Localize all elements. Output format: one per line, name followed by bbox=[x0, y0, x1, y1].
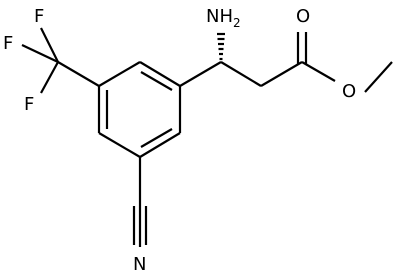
ring-double-bond bbox=[140, 71, 173, 91]
nitrile-group bbox=[132, 157, 148, 247]
bond-c-f bbox=[40, 61, 59, 94]
bond-ring-to-chiral-c bbox=[179, 61, 222, 87]
ester-oxygen-label: O bbox=[342, 81, 356, 102]
benzene-ring bbox=[97, 61, 182, 158]
amine-subscript: 2 bbox=[233, 16, 241, 30]
bond-c-f bbox=[21, 44, 59, 63]
bond-ch2-to-carbonyl-c bbox=[260, 61, 303, 87]
bond-carbonyl-c-to-ester-o bbox=[301, 61, 336, 82]
hashed-wedge-bond bbox=[217, 32, 225, 61]
atom-labels: NH 2 O O F F F N bbox=[3, 6, 356, 274]
ring-double-bond bbox=[140, 128, 173, 148]
carbonyl-oxygen-label: O bbox=[296, 6, 310, 27]
fluorine-label: F bbox=[24, 94, 34, 115]
trifluoromethyl-group bbox=[21, 27, 100, 94]
bond-ring-to-cf3 bbox=[57, 61, 100, 87]
bond-c-f bbox=[40, 27, 59, 63]
ring-bond bbox=[139, 132, 181, 158]
fluorine-label: F bbox=[3, 33, 13, 54]
bond-chiral-c-to-ch2 bbox=[220, 61, 262, 87]
bond-ester-o-to-methyl bbox=[364, 61, 393, 93]
ring-bond bbox=[139, 61, 181, 87]
amine-label: NH bbox=[206, 6, 233, 27]
nitrile-nitrogen-label: N bbox=[133, 254, 146, 274]
fluorine-label: F bbox=[34, 6, 44, 27]
ring-bond bbox=[98, 132, 141, 158]
ring-bond bbox=[98, 61, 141, 87]
ester-side-chain bbox=[179, 32, 393, 93]
